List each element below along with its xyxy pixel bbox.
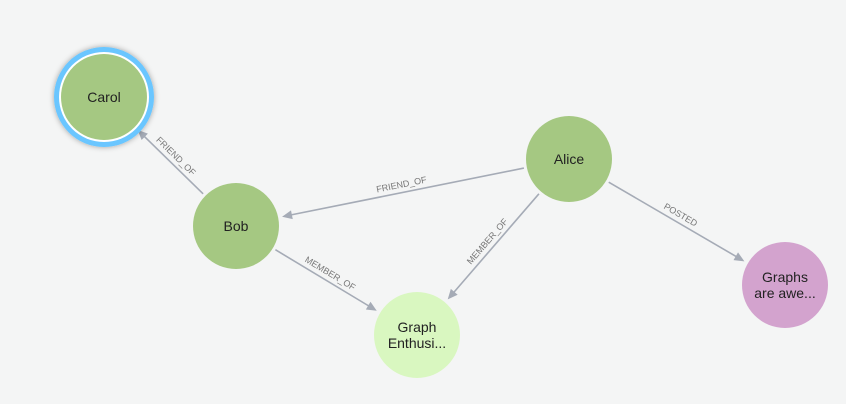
node-bob[interactable]: Bob bbox=[193, 183, 279, 269]
arrowhead-icon bbox=[282, 210, 293, 220]
relationship-member-of[interactable]: MEMBER_OF bbox=[274, 249, 377, 311]
node-carol[interactable]: Carol bbox=[54, 47, 154, 147]
relationship-line[interactable] bbox=[452, 193, 540, 294]
relationship-line[interactable] bbox=[608, 181, 738, 258]
node-caption: Bob bbox=[224, 218, 249, 234]
arrowhead-icon bbox=[447, 288, 458, 300]
arrowhead-icon bbox=[733, 252, 745, 262]
node-circle[interactable] bbox=[193, 183, 279, 269]
node-circle[interactable] bbox=[526, 116, 612, 202]
node-caption: are awe... bbox=[754, 285, 815, 301]
node-caption: Enthusi... bbox=[388, 335, 446, 351]
node-caption: Graphs bbox=[762, 269, 808, 285]
relationship-line[interactable] bbox=[274, 249, 371, 308]
relationship-posted[interactable]: POSTED bbox=[608, 181, 745, 262]
relationship-line[interactable] bbox=[289, 167, 525, 216]
node-caption: Alice bbox=[554, 151, 585, 167]
node-caption: Graph bbox=[398, 319, 437, 335]
arrowhead-icon bbox=[365, 301, 377, 311]
relationship-line[interactable] bbox=[142, 134, 204, 195]
arrowhead-icon bbox=[137, 129, 148, 141]
node-circle[interactable] bbox=[61, 54, 147, 140]
node-group[interactable]: GraphEnthusi... bbox=[374, 292, 460, 378]
relationship-label: MEMBER_OF bbox=[465, 216, 510, 266]
node-caption: Carol bbox=[87, 89, 120, 105]
relationship-label: FRIEND_OF bbox=[154, 135, 198, 178]
relationship-member-of[interactable]: MEMBER_OF bbox=[447, 193, 540, 300]
relationship-friend-of[interactable]: FRIEND_OF bbox=[282, 167, 525, 220]
node-circle[interactable] bbox=[742, 242, 828, 328]
node-circle[interactable] bbox=[374, 292, 460, 378]
relationship-friend-of[interactable]: FRIEND_OF bbox=[137, 129, 204, 195]
node-alice[interactable]: Alice bbox=[526, 116, 612, 202]
relationship-label: MEMBER_OF bbox=[303, 254, 357, 292]
relationship-label: FRIEND_OF bbox=[375, 175, 427, 195]
